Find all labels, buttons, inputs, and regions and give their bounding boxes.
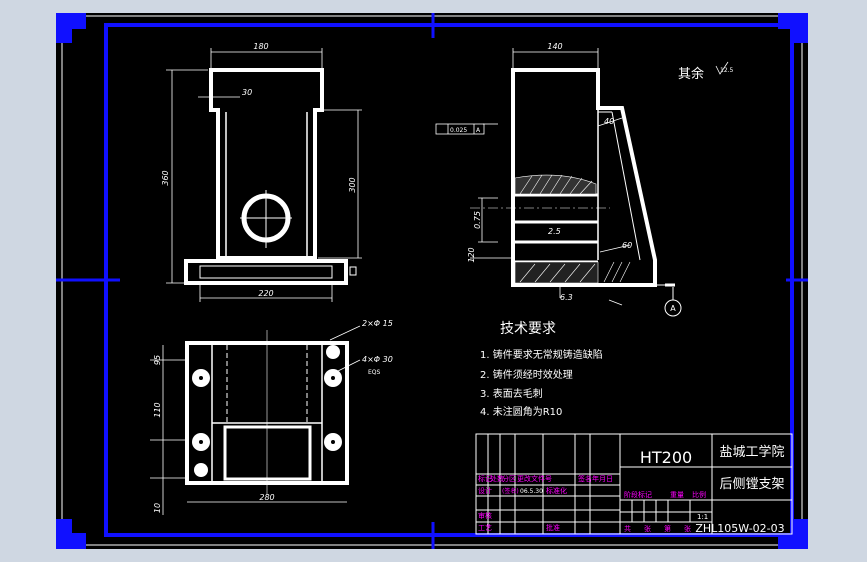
top-view-dims: 2×Φ 15 4×Φ 30 EQS 95 110 10 280: [153, 319, 393, 513]
tb-review-2: 批准: [546, 523, 560, 532]
dim-side-height: 120: [467, 247, 476, 262]
tech-item-4: 4. 未注圆角为R10: [480, 405, 562, 418]
side-view: [470, 48, 682, 317]
tech-title: 技术要求: [500, 321, 556, 337]
tb-sheet-1: 张: [644, 524, 651, 533]
roughness-value: 12.5: [720, 67, 734, 74]
dim-side-center: 2.5: [548, 227, 561, 236]
dim-top-height: 360: [161, 170, 170, 185]
tb-row1-2: 分区: [502, 474, 516, 483]
center-markers: [56, 13, 808, 549]
dim-side-width: 140: [547, 42, 562, 51]
tb-row1-1: 处数: [490, 474, 504, 483]
dim-left-2: 110: [153, 402, 162, 417]
tb-row1-5: 年月日: [592, 474, 613, 483]
tb-row1-3: 更改文件号: [517, 474, 552, 483]
dim-hole-2: 4×Φ 30: [362, 355, 393, 364]
tb-row2-3: 标准化: [546, 486, 567, 495]
drawing-number: ZHL105W-02-03: [695, 522, 784, 535]
tb-right-0: 阶段标记: [624, 490, 652, 499]
tb-right-1: 重量: [670, 491, 684, 499]
top-view-holes: [192, 345, 342, 477]
front-view-dims: 180 30 360 300 220: [161, 42, 357, 298]
dim-tol-value: 0.025: [450, 127, 467, 134]
title-block: [475, 433, 793, 535]
dim-top-inner: 300: [348, 177, 357, 192]
tb-row1-4: 签名: [578, 474, 592, 483]
tb-sheet-2: 第: [664, 524, 671, 533]
tb-row2-1: (签名): [502, 487, 519, 495]
tb-row1-0: 标记: [478, 474, 492, 483]
dim-side-rib: 40: [604, 117, 614, 126]
tb-review-1: 工艺: [478, 524, 492, 532]
roughness-label: 其余: [678, 66, 704, 82]
dim-top-base: 220: [258, 289, 273, 298]
tech-item-3: 3. 表面去毛刺: [480, 387, 543, 400]
tb-sheet-0: 共: [624, 524, 631, 533]
tech-item-1: 1. 铸件要求无常规铸造缺陷: [480, 348, 603, 361]
section-hatch: [514, 174, 631, 284]
dim-top-width: 180: [253, 42, 268, 51]
drawing-background: [56, 13, 808, 549]
roughness-note: 其余 12.5: [678, 61, 734, 82]
tb-sheet-3: 张: [684, 524, 691, 533]
dim-left-1: 95: [153, 355, 162, 365]
tb-review-0: 审核: [478, 511, 492, 520]
tb-row2-date: 06.5.30: [520, 488, 543, 495]
front-view: [166, 48, 362, 302]
scale-value: 1:1: [697, 513, 708, 521]
school-name: 盐城工学院: [719, 444, 784, 460]
dim-top-wall: 30: [242, 88, 252, 97]
tech-item-2: 2. 铸件须经时效处理: [480, 368, 573, 381]
tolerance-frame: [435, 123, 485, 135]
part-name: 后侧镗支架: [719, 477, 784, 492]
datum-letter: A: [670, 304, 676, 313]
dim-bottom-width: 280: [259, 493, 274, 502]
dim-hole-top: 2×Φ 15: [362, 319, 393, 328]
tech-requirements: 技术要求 1. 铸件要求无常规铸造缺陷 2. 铸件须经时效处理 3. 表面去毛刺…: [480, 321, 603, 418]
title-block-text: HT200 盐城工学院 后侧镗支架 ZHL105W-02-03 1:1 标记 处…: [478, 444, 785, 535]
side-view-dims: 140 40 0.025 A 0.75 2.5 60 120 6.3 A: [450, 42, 676, 313]
dim-hole-depth: EQS: [368, 369, 381, 376]
material-text: HT200: [640, 448, 692, 467]
dim-side-depth: 0.75: [473, 211, 482, 229]
dim-tol-datum: A: [476, 127, 481, 134]
dim-left-3: 10: [153, 503, 162, 513]
dim-side-bottom: 6.3: [560, 293, 573, 302]
top-view: [150, 325, 361, 515]
tb-row2-0: 设计: [478, 486, 492, 495]
tb-right-2: 比例: [692, 490, 706, 499]
dim-side-slot: 60: [622, 241, 632, 250]
corner-handles[interactable]: [56, 13, 808, 549]
